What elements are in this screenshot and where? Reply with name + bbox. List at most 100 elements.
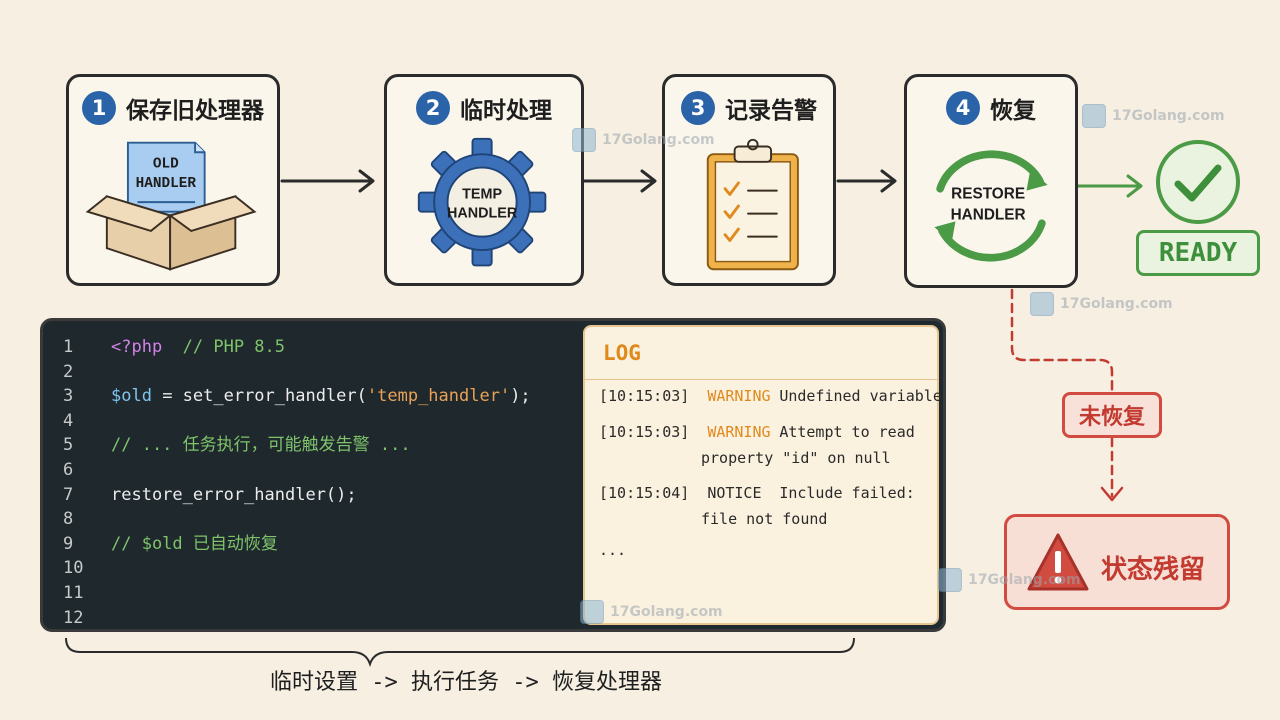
line-number: 8	[63, 509, 74, 530]
code-line: 5 // ... 任务执行，可能触发告警 ...	[43, 433, 583, 457]
code-line: 6	[43, 458, 583, 482]
watermark: 17Golang.com	[572, 128, 715, 152]
code-token: 'temp_handler'	[366, 386, 511, 407]
flow-caption: 临时设置 -> 执行任务 -> 恢复处理器	[270, 670, 662, 695]
log-entry: [10:15:04] NOTICE Include failed:	[599, 484, 915, 502]
icon-text-handler: HANDLER	[136, 176, 197, 192]
log-level: WARNING	[707, 387, 771, 405]
step-card-1: 1 保存旧处理器 OLD HANDLER	[66, 74, 280, 286]
log-message-continuation: file not found	[701, 510, 828, 528]
code-line: 4	[43, 409, 583, 433]
watermark-text: 17Golang.com	[602, 132, 715, 148]
watermark-text: 17Golang.com	[968, 572, 1081, 588]
code-text: $old = set_error_handler('temp_handler')…	[111, 384, 531, 408]
code-token: // ... 任务执行，可能触发告警 ...	[111, 435, 411, 456]
log-panel: LOG [10:15:03] WARNING Undefined variable …	[583, 325, 942, 625]
arrow-step3-to-step4	[836, 169, 897, 193]
line-number: 6	[63, 460, 74, 480]
log-entry: [10:15:03] WARNING Undefined variable $x	[599, 387, 943, 405]
log-message: Include failed:	[779, 484, 915, 502]
arrow-step2-to-step3	[582, 169, 657, 193]
watermark-logo-icon	[1082, 104, 1106, 128]
line-number: 4	[63, 410, 74, 431]
log-message-continuation: property "id" on null	[701, 449, 891, 467]
step-title: 保存旧处理器	[126, 98, 264, 124]
log-timestamp: [10:15:03]	[599, 387, 690, 405]
code-token: <?php	[111, 337, 163, 357]
arrow-step1-to-step2	[280, 169, 375, 193]
code-token: restore_error_handler();	[111, 484, 357, 505]
code-token: = set_error_handler(	[151, 386, 367, 407]
watermark-logo-icon	[580, 600, 604, 624]
icon-text-handler: HANDLER	[951, 206, 1026, 223]
code-line: 9 // $old 已自动恢复	[43, 532, 583, 556]
watermark-logo-icon	[938, 568, 962, 592]
icon-text-handler: HANDLER	[447, 205, 518, 221]
step-title: 记录告警	[725, 98, 817, 124]
line-number: 9	[63, 533, 74, 554]
log-entry: [10:15:03] WARNING Attempt to read	[599, 423, 915, 441]
code-line: 3 $old = set_error_handler('temp_handler'…	[43, 384, 583, 408]
code-token: // PHP 8.5	[162, 337, 286, 357]
log-divider	[585, 379, 937, 380]
step-number-badge: 4	[946, 91, 980, 125]
code-token: // $old 已自动恢复	[111, 533, 278, 554]
step-card-4: 4 恢复 RESTORE HANDLER	[904, 74, 1078, 288]
gear-icon: TEMP HANDLER	[387, 135, 581, 275]
step-title: 临时处理	[460, 98, 552, 124]
line-number: 12	[63, 607, 84, 628]
icon-text-old: OLD	[153, 157, 179, 173]
code-text: restore_error_handler();	[111, 483, 357, 507]
watermark: 17Golang.com	[938, 568, 1081, 592]
step-number-badge: 3	[681, 91, 715, 125]
code-line: 8	[43, 507, 583, 531]
log-level: NOTICE	[707, 484, 762, 502]
log-message: Attempt to read	[779, 423, 915, 441]
watermark-text: 17Golang.com	[610, 604, 723, 620]
cycle-arrows-icon: RESTORE HANDLER	[907, 135, 1075, 277]
step-title: 恢复	[990, 98, 1036, 124]
code-text: <?php // PHP 8.5	[111, 335, 285, 359]
residual-state-card: 状态残留	[1004, 514, 1230, 610]
unrestored-badge: 未恢复	[1062, 392, 1162, 438]
code-text: // $old 已自动恢复	[111, 532, 278, 556]
watermark-text: 17Golang.com	[1060, 296, 1173, 312]
code-token: $old	[111, 386, 152, 407]
checkmark-circle-icon	[1156, 140, 1240, 224]
watermark: 17Golang.com	[580, 600, 723, 624]
step-card-2: 2 临时处理 TEMP HANDLER	[384, 74, 584, 286]
log-timestamp: [10:15:03]	[599, 423, 690, 441]
code-line: 2	[43, 360, 583, 384]
watermark: 17Golang.com	[1030, 292, 1173, 316]
watermark: 17Golang.com	[1082, 104, 1225, 128]
log-message: Undefined variable $x	[779, 387, 942, 405]
line-number: 2	[63, 361, 74, 382]
icon-text-temp: TEMP	[462, 186, 502, 202]
failure-arrowhead	[1100, 486, 1124, 502]
watermark-logo-icon	[572, 128, 596, 152]
caption-brace	[65, 637, 855, 668]
log-level: WARNING	[707, 423, 771, 441]
log-title: LOG	[603, 341, 641, 365]
code-text: // ... 任务执行，可能触发告警 ...	[111, 433, 411, 457]
step-number-badge: 1	[82, 91, 116, 125]
line-number: 7	[63, 484, 74, 505]
log-ellipsis: ...	[599, 541, 627, 559]
watermark-text: 17Golang.com	[1112, 108, 1225, 124]
warning-triangle-icon	[1027, 533, 1089, 591]
line-number: 3	[63, 386, 74, 407]
log-timestamp: [10:15:04]	[599, 484, 690, 502]
residual-state-label: 状态残留	[1101, 555, 1206, 585]
line-number: 11	[63, 583, 84, 603]
step-card-3: 3 记录告警	[662, 74, 836, 286]
ready-badge: READY	[1136, 230, 1260, 276]
code-line: 12	[43, 606, 583, 629]
line-number: 5	[63, 435, 74, 456]
clipboard-checklist-icon	[665, 135, 833, 275]
open-box-with-document-icon: OLD HANDLER	[69, 135, 277, 275]
line-number: 10	[63, 558, 84, 579]
code-token: );	[510, 386, 531, 407]
